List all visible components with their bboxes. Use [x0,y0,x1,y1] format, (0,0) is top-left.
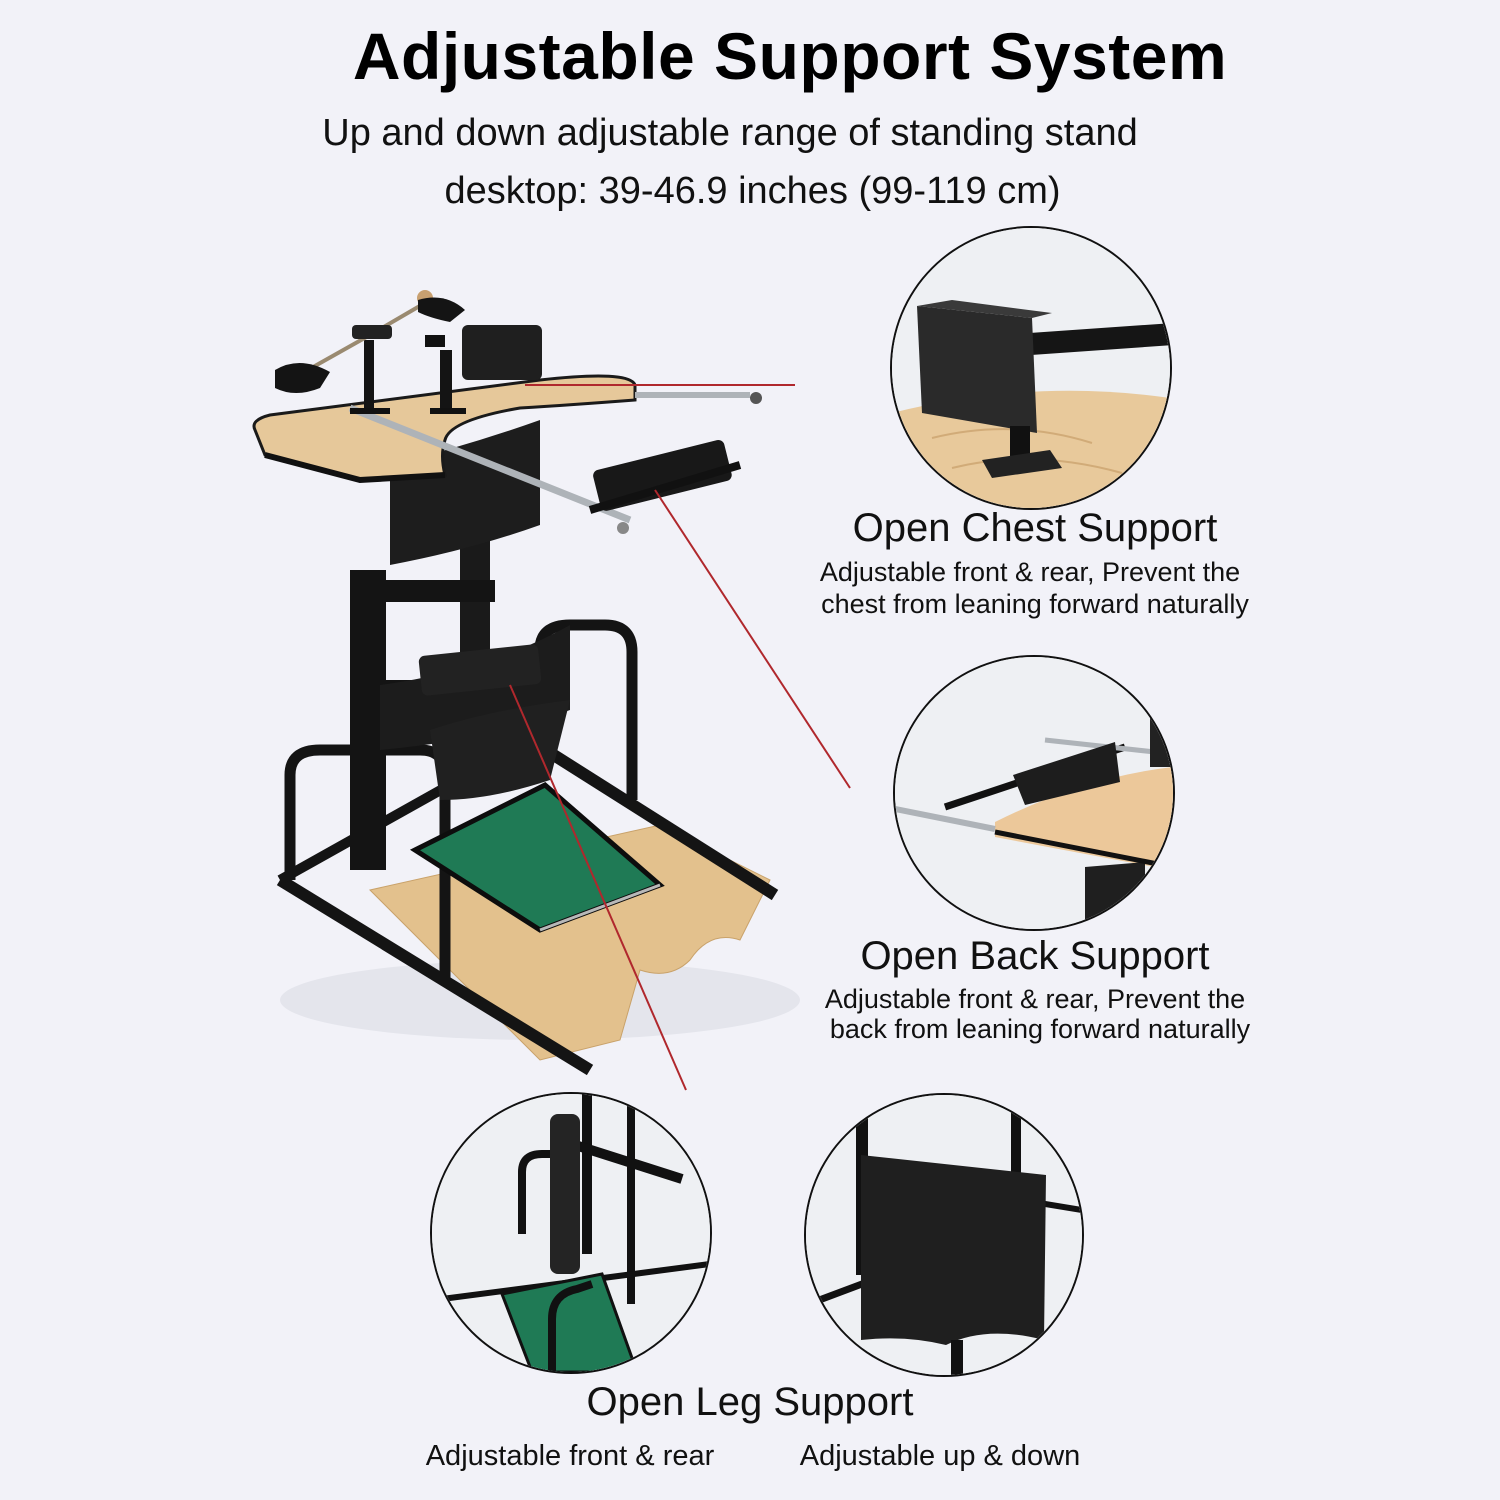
chest-support-desc-line-2: chest from leaning forward naturally [821,589,1249,619]
page-title: Adjustable Support System [352,19,1228,93]
leg-support-front-rear-closeup-image [430,1092,712,1374]
back-support-title: Open Back Support [860,934,1210,978]
chest-support-desc-line-1: Adjustable front & rear, Prevent the [819,557,1241,587]
leg-support-up-down-closeup-image [804,1093,1084,1377]
leg-support-desc-front-rear: Adjustable front & rear [425,1440,715,1472]
back-support-desc-line-1: Adjustable front & rear, Prevent the [824,984,1246,1014]
back-support-closeup-image [893,655,1175,931]
standing-frame-product-image [240,280,800,1080]
chest-support-closeup-image [890,226,1172,510]
back-support-desc-line-2: back from leaning forward naturally [829,1014,1251,1044]
leg-support-title: Open Leg Support [586,1380,914,1424]
subtitle-line-2: desktop: 39-46.9 inches (99-119 cm) [444,170,1061,212]
leg-support-desc-up-down: Adjustable up & down [799,1440,1081,1472]
chest-support-title: Open Chest Support [852,506,1218,550]
subtitle-line-1: Up and down adjustable range of standing… [322,112,1138,154]
